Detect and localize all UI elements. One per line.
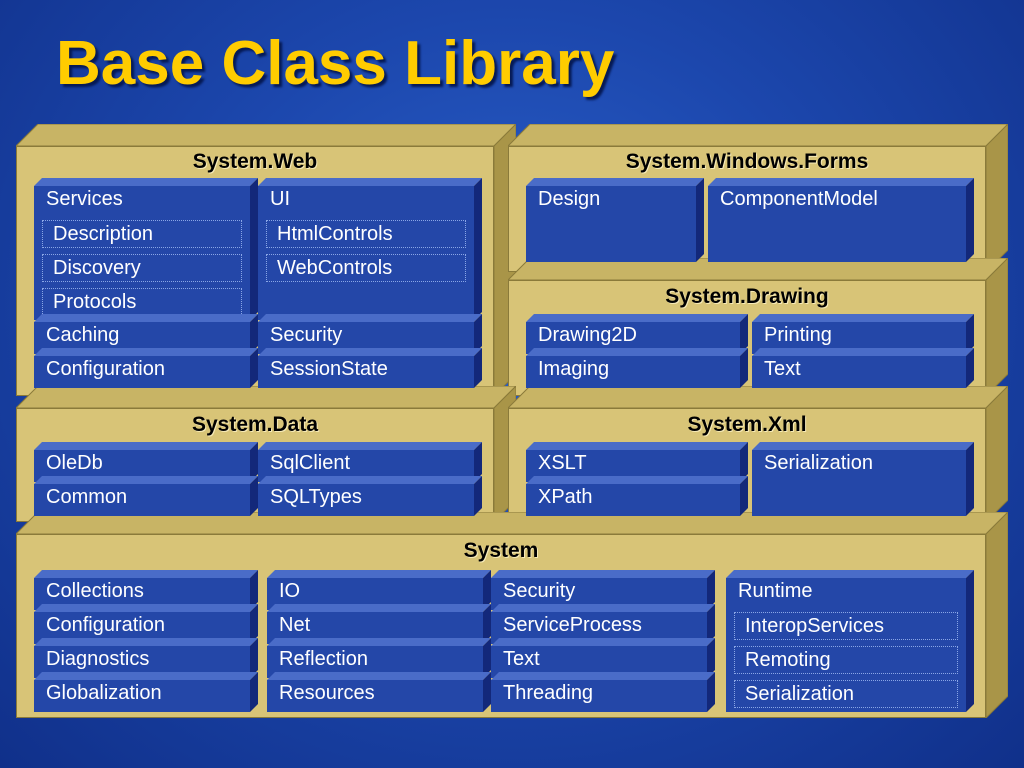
panel-bevel [508,258,1008,396]
tile-label: Serialization [764,452,873,474]
sub-namespace-box: Discovery [42,254,242,282]
sub-namespace-box: WebControls [266,254,466,282]
sub-namespace-box: Description [42,220,242,248]
sub-namespace-label: Serialization [745,683,854,705]
panel-title: System.Windows.Forms [625,150,869,173]
tile-label: Reflection [279,648,368,670]
tile-configuration: Configuration [34,348,258,388]
tile-label: Runtime [738,580,813,602]
tile-bevel [34,348,258,388]
sub-namespace-box: Protocols [42,288,242,316]
tile-sqlclient: SqlClient [258,442,482,482]
tile-bevel [34,672,258,712]
tile-sqltypes: SQLTypes [258,476,482,516]
tile-label: Common [46,486,128,508]
panel-title: System.Web [192,150,318,173]
tile-label: Net [279,614,311,636]
tile-system-col2-3: Resources [267,672,491,712]
sub-namespace-box: HtmlControls [266,220,466,248]
tile-label: OleDb [46,452,103,474]
tile-bevel [726,570,974,712]
tile-label: Diagnostics [46,648,150,670]
sub-namespace-label: Description [53,223,154,245]
tile-label: IO [279,580,301,602]
tile-label: Text [764,358,801,380]
sub-namespace-box: Remoting [734,646,958,674]
tile-bevel [34,476,258,516]
tile-sessionstate: SessionState [258,348,482,388]
tile-label: Drawing2D [538,324,637,346]
tile-xpath: XPath [526,476,748,516]
tile-printing: Printing [752,314,974,354]
tile-imaging: Imaging [526,348,748,388]
tile-label: XSLT [538,452,587,474]
tile-label: Security [270,324,343,346]
tile-label: SqlClient [270,452,351,474]
tile-bevel [258,178,482,320]
tile-design: Design [526,178,704,262]
tile-bevel [526,178,704,262]
tile-label: Security [503,580,576,602]
panel-title: System.Xml [687,413,807,436]
tile-label: Globalization [46,682,162,704]
panel-title: System.Drawing [665,285,829,308]
tile-bevel [34,178,258,320]
tile-label: Imaging [538,358,610,380]
tile-common: Common [34,476,258,516]
tile-text: Text [752,348,974,388]
tile-bevel [491,672,715,712]
tile-label: Threading [503,682,594,704]
sub-namespace-label: Protocols [53,291,137,313]
panel-title: System.Data [191,413,319,436]
tile-bevel [526,348,748,388]
sub-namespace-label: WebControls [277,257,393,279]
tile-label: SQLTypes [270,486,362,508]
tile-label: UI [270,188,290,210]
tile-system-col3-3: Threading [491,672,715,712]
tile-bevel [708,178,974,262]
tile-label: Caching [46,324,120,346]
tile-bevel [752,348,974,388]
tile-label: XPath [538,486,593,508]
tile-bevel [258,476,482,516]
tile-componentmodel: ComponentModel [708,178,974,262]
panel-title: System [463,539,539,562]
sub-namespace-box: Serialization [734,680,958,708]
tile-label: Configuration [46,614,165,636]
tile-system-col1-3: Globalization [34,672,258,712]
tile-label: Services [46,188,123,210]
tile-label: ServiceProcess [503,614,642,636]
tile-bevel [267,672,491,712]
sub-namespace-label: InteropServices [745,615,884,637]
tile-label: Design [538,188,601,210]
tile-label: Printing [764,324,832,346]
tile-label: Resources [279,682,375,704]
tile-label: Configuration [46,358,165,380]
tile-bevel [526,476,748,516]
sub-namespace-label: Discovery [53,257,141,279]
tile-bevel [258,348,482,388]
tile-label: ComponentModel [720,188,878,210]
sub-namespace-label: HtmlControls [277,223,393,245]
tile-label: SessionState [270,358,388,380]
tile-xml-serialization: Serialization [752,442,974,516]
tile-label: Text [503,648,540,670]
sub-namespace-label: Remoting [745,649,831,671]
tile-bevel [752,442,974,516]
tile-label: Collections [46,580,144,602]
sub-namespace-box: InteropServices [734,612,958,640]
slide-title: Base Class Library [56,29,615,98]
